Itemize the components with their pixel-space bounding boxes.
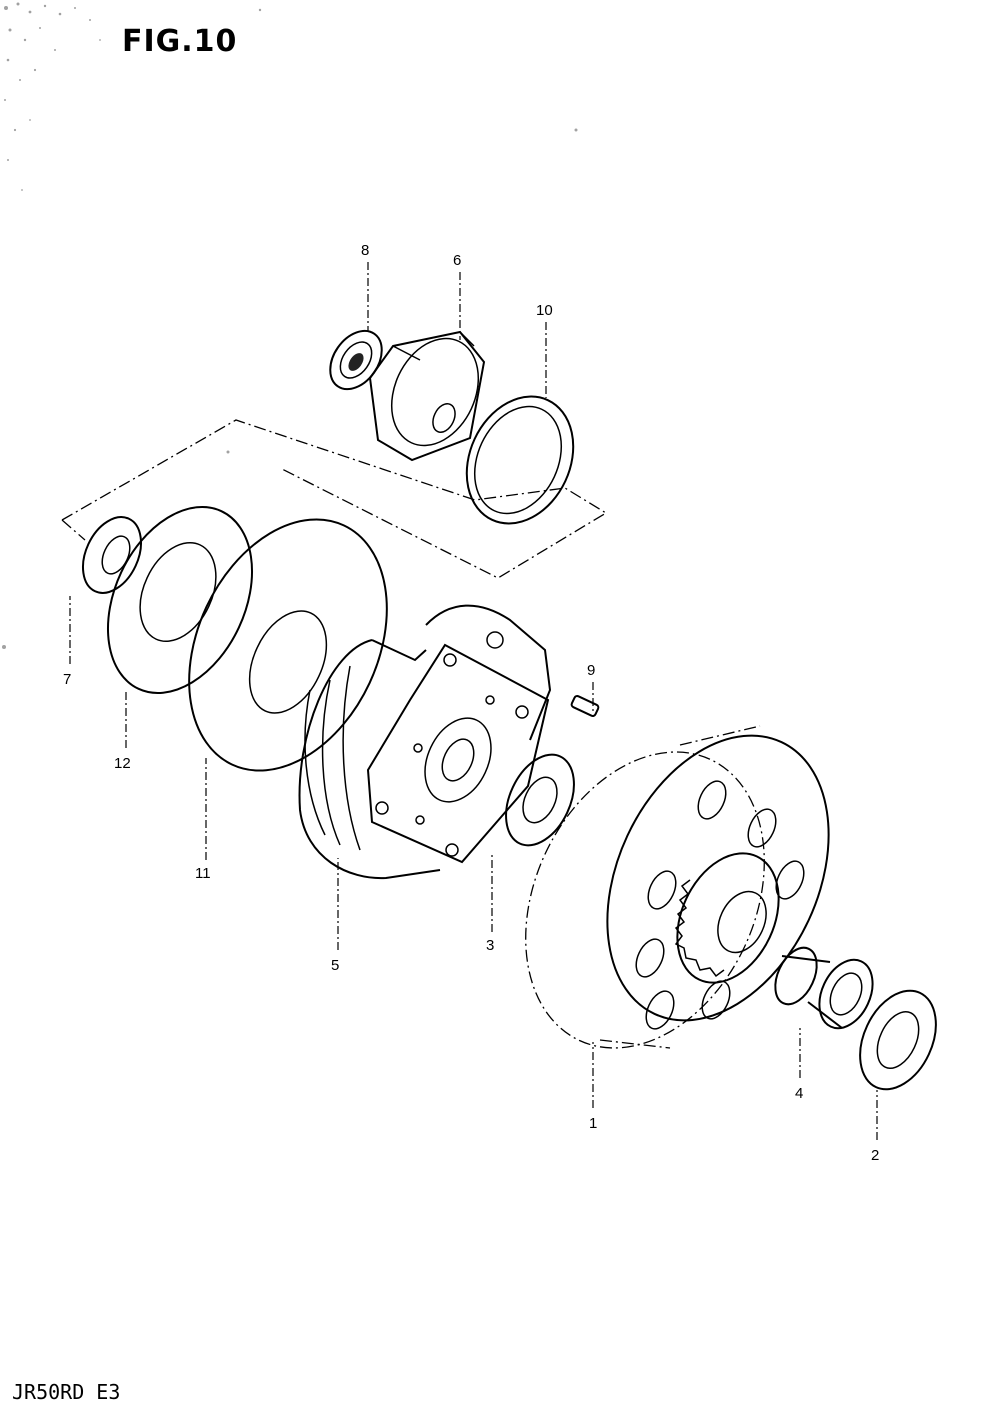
assembly-bracket-line-left (61, 519, 86, 541)
callout-6: 6 (453, 252, 461, 269)
leader-lines (69, 262, 878, 1140)
callout-labels: 8 6 10 7 12 11 5 3 9 1 4 2 (63, 242, 879, 1164)
part-12-washer (106, 506, 254, 694)
scan-noise (2, 2, 578, 649)
model-code: JR50RD E3 (12, 1380, 121, 1404)
callout-10: 10 (536, 302, 553, 319)
assembly-bracket-line (61, 419, 608, 579)
part-11-drive-plate (188, 518, 388, 772)
part-5-clutch-shoe (298, 604, 552, 880)
callout-3: 3 (486, 937, 494, 954)
callout-5: 5 (331, 957, 339, 974)
part-8-bearing (329, 329, 383, 391)
callout-4: 4 (795, 1085, 803, 1102)
part-6-nut (368, 330, 486, 462)
callout-11: 11 (195, 865, 211, 882)
part-2-washer (859, 989, 937, 1091)
callout-8: 8 (361, 242, 369, 259)
callout-9: 9 (587, 662, 595, 679)
callout-1: 1 (589, 1115, 597, 1132)
figure-title: FIG.10 (122, 24, 238, 59)
callout-12: 12 (114, 755, 131, 772)
part-4-spacer (774, 946, 874, 1030)
callout-2: 2 (871, 1147, 879, 1164)
part-9-key (570, 695, 600, 717)
part-10-washer (465, 395, 575, 525)
part-1-clutch-housing (525, 725, 830, 1049)
part-7-washer (81, 516, 143, 594)
callout-7: 7 (63, 671, 71, 688)
part-3-washer (505, 753, 575, 847)
